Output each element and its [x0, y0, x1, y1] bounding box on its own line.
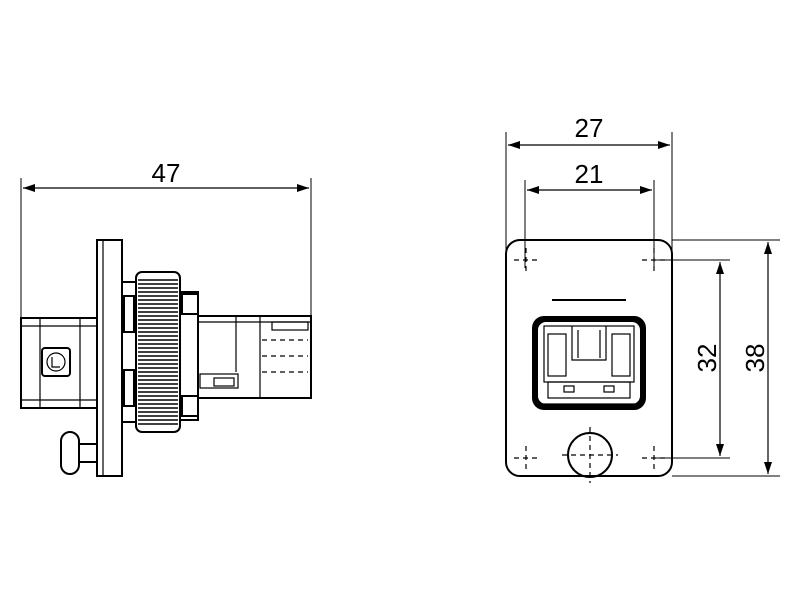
- front-view: 27 21: [505, 113, 780, 483]
- rj45-jack: [532, 316, 646, 410]
- dimension-height-38: 38: [672, 239, 780, 477]
- dimension-height-32: 32: [654, 259, 730, 459]
- dimension-width-27: 27: [505, 113, 673, 250]
- mounting-flange: [96, 239, 123, 477]
- knurl-lines: [138, 279, 178, 425]
- lock-symbol-icon: [41, 347, 71, 377]
- dimension-label-27: 27: [575, 113, 604, 143]
- coupling-nut: [121, 271, 199, 433]
- dimension-width-47: 47: [20, 158, 312, 318]
- rear-body: [197, 315, 312, 399]
- dimension-label-21: 21: [575, 159, 604, 189]
- connector-housing: [20, 317, 98, 409]
- bottom-hole: [562, 427, 618, 483]
- dimension-label-32: 32: [692, 344, 722, 373]
- dimension-width-21: 21: [524, 159, 655, 268]
- side-view: 47: [20, 158, 312, 477]
- release-button: [60, 431, 98, 475]
- dimension-label-47: 47: [152, 158, 181, 188]
- dimension-label-38: 38: [740, 344, 770, 373]
